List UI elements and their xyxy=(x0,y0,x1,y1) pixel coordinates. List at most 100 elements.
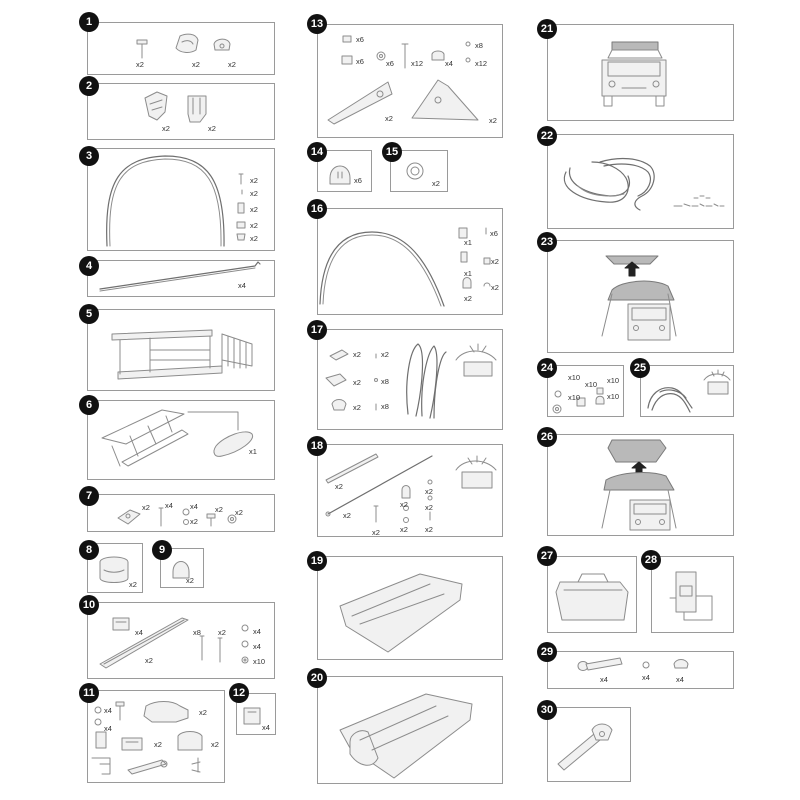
part-7-qty-6: x2 xyxy=(235,508,243,517)
badge-9: 9 xyxy=(152,540,172,560)
badge-5: 5 xyxy=(79,304,99,324)
part-3-qty-2: x2 xyxy=(250,189,258,198)
part-24-qty-4: x10 xyxy=(568,393,581,402)
part-18-qty-5: x2 xyxy=(400,525,408,534)
part-16-qty-4: x1 xyxy=(464,269,472,278)
part-13-qty-6: x8 xyxy=(475,41,483,50)
badge-20: 20 xyxy=(307,668,327,688)
part-1-qty-3: x2 xyxy=(228,60,236,69)
panel-24 xyxy=(547,365,624,417)
part-16-qty-5: x2 xyxy=(491,283,499,292)
part-16-qty-2: x1 xyxy=(464,238,472,247)
panel-29 xyxy=(547,651,734,689)
part-17-qty-1: x2 xyxy=(353,350,361,359)
part-24-qty-5: x10 xyxy=(607,392,620,401)
part-6-qty-1: x1 xyxy=(249,447,257,456)
badge-6: 6 xyxy=(79,395,99,415)
badge-11: 11 xyxy=(79,683,99,703)
panel-17 xyxy=(317,329,503,430)
part-13-qty-1: x6 xyxy=(356,35,364,44)
part-17-qty-6: x8 xyxy=(381,402,389,411)
badge-30: 30 xyxy=(537,700,557,720)
badge-21: 21 xyxy=(537,19,557,39)
up-arrow-icon xyxy=(624,261,640,277)
badge-19: 19 xyxy=(307,551,327,571)
part-18-qty-1: x2 xyxy=(335,482,343,491)
part-9-qty-1: x2 xyxy=(186,576,194,585)
part-2-qty-1: x2 xyxy=(162,124,170,133)
part-29-qty-3: x4 xyxy=(676,675,684,684)
part-3-qty-5: x2 xyxy=(250,234,258,243)
panel-10 xyxy=(87,602,275,679)
part-10-qty-7: x2 xyxy=(145,656,153,665)
part-13-qty-8: x2 xyxy=(385,114,393,123)
badge-7: 7 xyxy=(79,486,99,506)
part-18-qty-8: x2 xyxy=(425,525,433,534)
part-16-qty-6: x2 xyxy=(464,294,472,303)
badge-26: 26 xyxy=(537,427,557,447)
part-13-qty-5: x4 xyxy=(445,59,453,68)
part-7-qty-4: x2 xyxy=(190,517,198,526)
badge-15: 15 xyxy=(382,142,402,162)
part-11-qty-2: x4 xyxy=(104,724,112,733)
part-1-qty-1: x2 xyxy=(136,60,144,69)
part-10-qty-3: x2 xyxy=(218,628,226,637)
badge-28: 28 xyxy=(641,550,661,570)
part-14-qty-1: x6 xyxy=(354,176,362,185)
part-17-qty-4: x8 xyxy=(381,377,389,386)
badge-22: 22 xyxy=(537,126,557,146)
part-13-qty-2: x6 xyxy=(356,57,364,66)
part-13-qty-7: x12 xyxy=(475,59,488,68)
badge-13: 13 xyxy=(307,14,327,34)
part-10-qty-4: x4 xyxy=(253,627,261,636)
part-4-qty-1: x4 xyxy=(238,281,246,290)
part-2-qty-2: x2 xyxy=(208,124,216,133)
part-8-qty-1: x2 xyxy=(129,580,137,589)
part-13-qty-4: x12 xyxy=(411,59,424,68)
part-24-qty-2: x10 xyxy=(585,380,598,389)
badge-3: 3 xyxy=(79,146,99,166)
part-12-qty-1: x4 xyxy=(262,723,270,732)
badge-2: 2 xyxy=(79,76,99,96)
badge-16: 16 xyxy=(307,199,327,219)
part-13-qty-3: x6 xyxy=(386,59,394,68)
part-17-qty-5: x2 xyxy=(353,403,361,412)
badge-29: 29 xyxy=(537,642,557,662)
part-16-qty-3: x2 xyxy=(491,257,499,266)
panel-16 xyxy=(317,208,503,315)
part-7-qty-3: x4 xyxy=(190,502,198,511)
panel-2 xyxy=(87,83,275,140)
badge-4: 4 xyxy=(79,256,99,276)
badge-10: 10 xyxy=(79,595,99,615)
part-10-qty-6: x10 xyxy=(253,657,266,666)
badge-27: 27 xyxy=(537,546,557,566)
part-18-qty-2: x2 xyxy=(343,511,351,520)
part-17-qty-2: x2 xyxy=(381,350,389,359)
part-1-qty-2: x2 xyxy=(192,60,200,69)
part-10-qty-2: x8 xyxy=(193,628,201,637)
part-13-qty-9: x2 xyxy=(489,116,497,125)
part-7-qty-5: x2 xyxy=(215,505,223,514)
